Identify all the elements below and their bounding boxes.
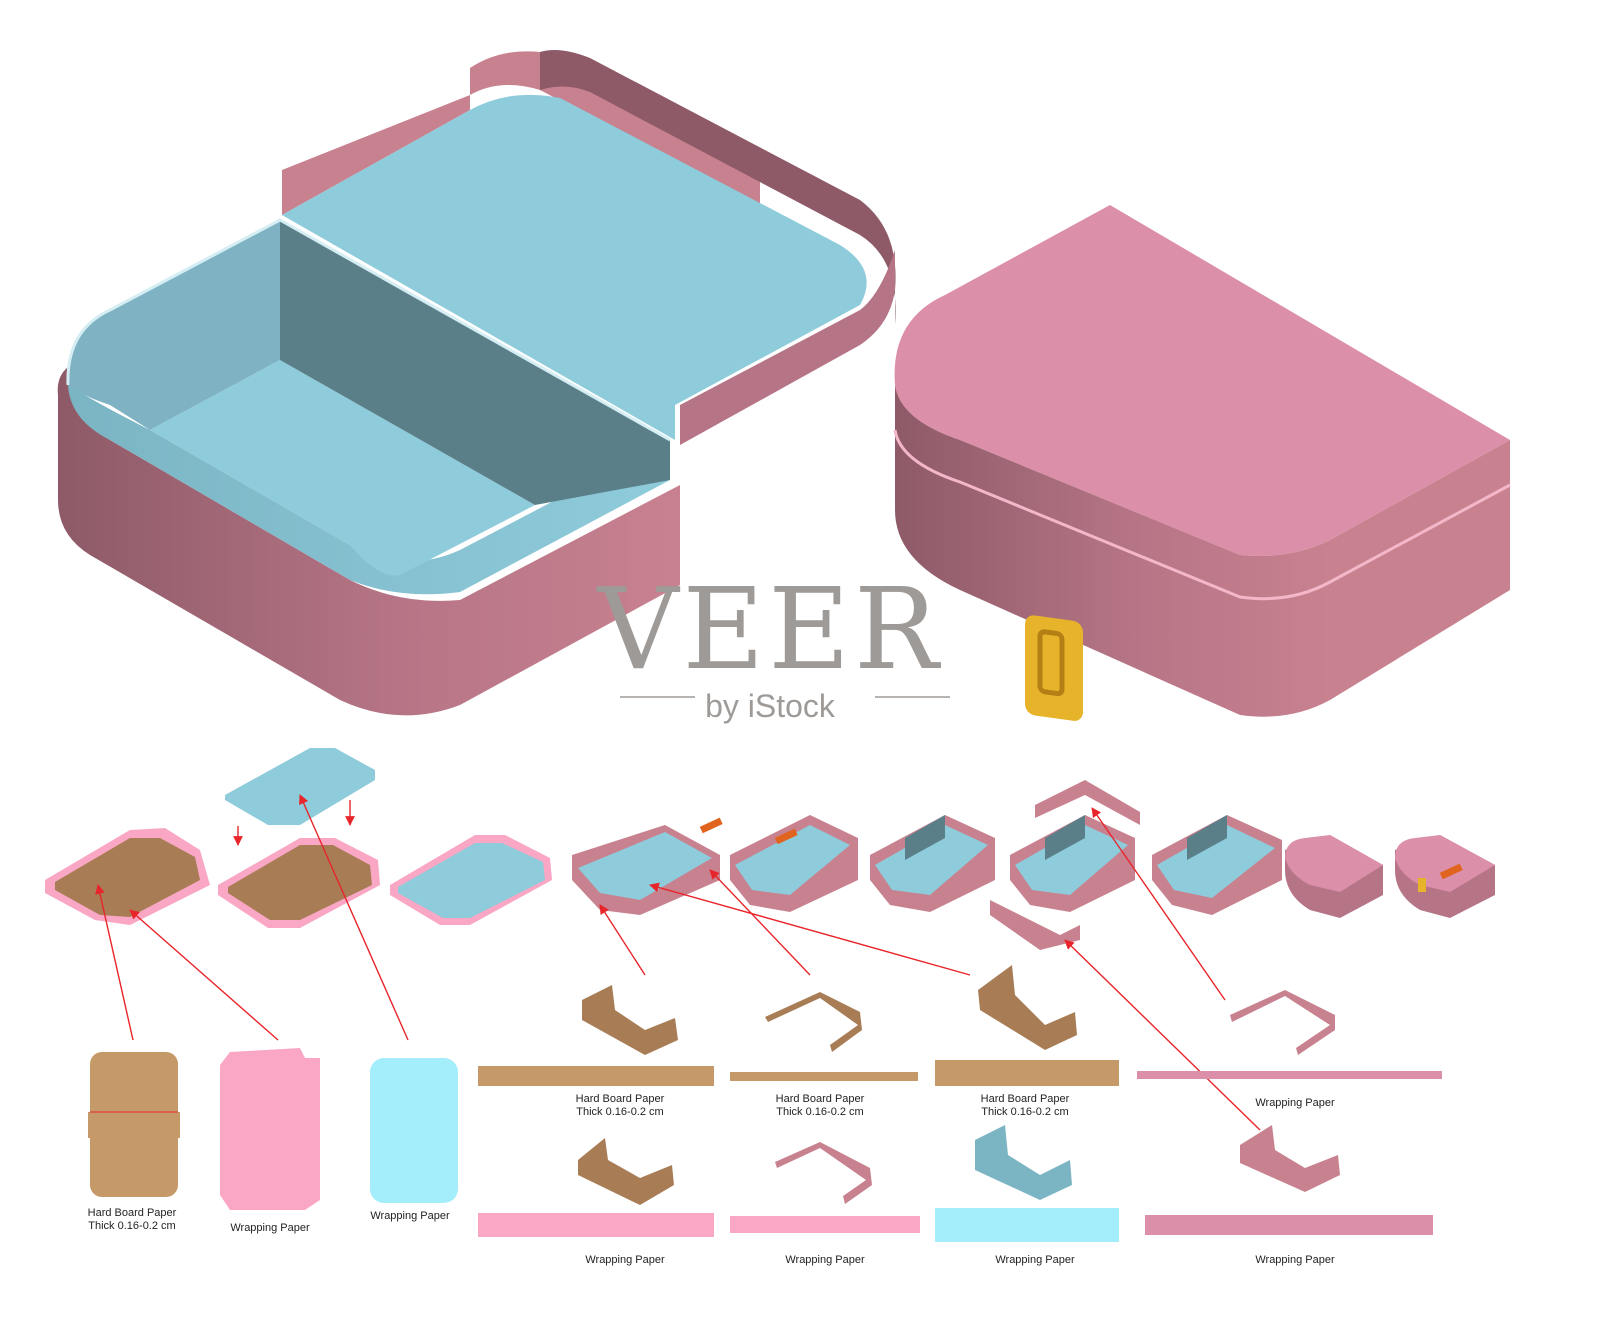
tray-curve-wall <box>68 385 670 595</box>
step3-blue <box>398 843 545 918</box>
step6-tray <box>870 815 995 912</box>
clasp-slot <box>1037 629 1065 697</box>
wrapping-lid-piece <box>370 1058 458 1203</box>
arrow <box>649 882 971 976</box>
step1-board <box>55 838 200 917</box>
strip-hardboard-3 <box>935 1060 1119 1086</box>
watermark-rules <box>620 696 950 698</box>
strip-wrap-1 <box>1137 1071 1442 1079</box>
arrow <box>1091 807 1226 1001</box>
lid-back-wall <box>282 51 760 215</box>
hardboard-base-piece <box>88 1052 180 1197</box>
bent-strip <box>765 992 862 1052</box>
bent-strip <box>978 965 1077 1050</box>
bent-strip <box>1230 990 1335 1055</box>
step8-tray <box>1152 815 1282 915</box>
bent-strip <box>582 985 678 1055</box>
strip-hardboard-2 <box>730 1072 918 1081</box>
closed-box-seam <box>893 429 1511 601</box>
strip-wrap-4 <box>935 1208 1119 1242</box>
step4-tray <box>572 825 720 915</box>
closed-box-front <box>895 385 1330 717</box>
glue-tube-icon <box>699 817 723 834</box>
step2-board <box>228 845 372 920</box>
base-outer-wall <box>57 360 680 716</box>
label-strip-4: Wrapping Paper <box>1255 1097 1335 1109</box>
arrow <box>299 794 409 1041</box>
open-box <box>57 50 896 716</box>
tray-left-wall <box>67 220 280 430</box>
strip-wrap-2 <box>478 1213 714 1237</box>
label-strip-7: Wrapping Paper <box>995 1254 1075 1266</box>
bent-strip <box>1240 1125 1340 1192</box>
tray-floor <box>150 360 535 576</box>
closed-box-top <box>894 205 1510 556</box>
glue-tube-icon <box>774 828 798 845</box>
label-wrapping-lid: Wrapping Paper <box>370 1210 450 1222</box>
label-wrapping-base: Wrapping Paper <box>230 1222 310 1234</box>
clasp <box>1025 615 1083 721</box>
bent-strip <box>775 1142 872 1204</box>
label-strip-8: Wrapping Paper <box>1255 1254 1335 1266</box>
flat-pieces <box>88 965 1442 1242</box>
step5-tray <box>730 815 858 912</box>
arrow <box>95 884 134 1041</box>
step2-lid-panel <box>225 748 375 825</box>
assembly-steps <box>45 748 1495 950</box>
guide-arrows <box>95 794 1261 1131</box>
arrow <box>599 904 646 976</box>
tray-back-wall <box>280 220 670 505</box>
strip-wrap-3 <box>730 1216 920 1233</box>
wrapping-base-piece <box>220 1048 320 1210</box>
strip-wrap-5 <box>1145 1215 1433 1235</box>
label-strip-5: Wrapping Paper <box>585 1254 665 1266</box>
bent-strip <box>578 1138 674 1205</box>
step10-clasp <box>1418 878 1426 892</box>
step7-tray <box>990 780 1140 950</box>
arrow <box>1064 939 1261 1131</box>
glue-tube-icon <box>1439 863 1463 880</box>
label-strip-6: Wrapping Paper <box>785 1254 865 1266</box>
strip-hardboard-1 <box>478 1066 714 1086</box>
lid-right-wall <box>680 250 895 445</box>
closed-box-side <box>1330 440 1510 700</box>
watermark-brand: VEER <box>597 565 943 695</box>
lid-side-wall <box>540 50 896 325</box>
arrow <box>129 909 279 1041</box>
closed-box <box>893 205 1511 721</box>
arrow <box>709 869 811 976</box>
tray-rim <box>66 218 671 442</box>
clasp-plate <box>1025 615 1083 721</box>
lid-inner-panel <box>282 94 867 440</box>
bent-strip <box>975 1125 1072 1200</box>
step9-closed <box>1285 835 1383 918</box>
watermark-byline: by iStock <box>705 688 835 724</box>
